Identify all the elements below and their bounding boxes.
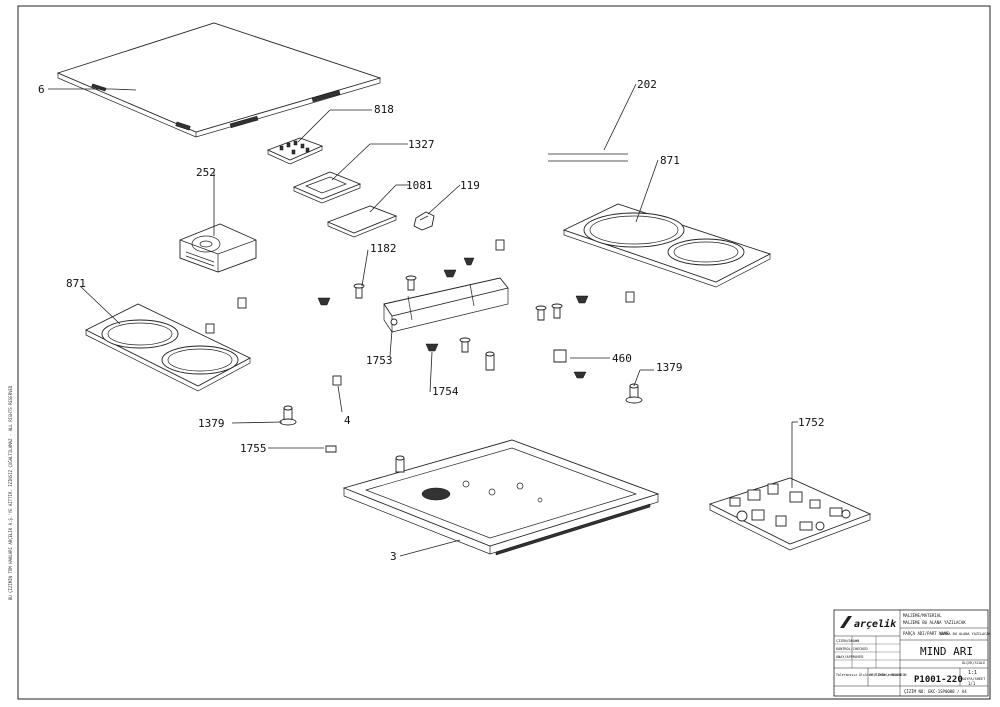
callout-252: 252 xyxy=(196,166,216,179)
small-clips xyxy=(205,239,635,386)
drawn-by-label: ÇİZEN/DRAWN xyxy=(836,638,859,643)
callout-1755: 1755 xyxy=(240,442,267,455)
callout-1754: 1754 xyxy=(432,385,459,398)
title-block: arçelik MALZEME/MATERIAL MALZEME BU ALAN… xyxy=(833,609,991,697)
part-1379-feet xyxy=(279,351,643,426)
part-818-control-board xyxy=(266,137,324,165)
fasteners xyxy=(317,257,589,379)
callout-871-right: 871 xyxy=(660,154,680,167)
part-6-glass-top xyxy=(56,22,382,138)
part-252-fan xyxy=(179,223,257,273)
part-1327-touch-window xyxy=(292,171,362,204)
part-119-clip xyxy=(413,211,435,231)
approved-by-label: ONAY/APPROVED xyxy=(836,655,863,659)
part-name-note: SAYFA BU ALANA YAZILACAK xyxy=(940,632,991,636)
callout-119: 119 xyxy=(460,179,480,192)
callout-818: 818 xyxy=(374,103,394,116)
callout-460: 460 xyxy=(612,352,632,365)
tolerance-note: Toleranssız Ölçüler / Untoleranced xyxy=(836,672,901,677)
callout-202: 202 xyxy=(637,78,657,91)
callout-1752: 1752 xyxy=(798,416,825,429)
part-202-strips xyxy=(548,153,628,162)
callout-6: 6 xyxy=(38,83,45,96)
side-note-text: BU ÇİZİMİN TÜM HAKLARI ARÇELİK A.Ş.'YE A… xyxy=(8,385,13,600)
drawing-frame xyxy=(17,5,991,700)
scale-label: ÖLÇEK/SCALE xyxy=(962,660,985,665)
callout-871-left: 871 xyxy=(66,277,86,290)
part-1752-power-board xyxy=(708,477,872,551)
drawing-title: MIND ARI xyxy=(920,645,973,658)
sheet-value: 1/1 xyxy=(968,681,976,686)
callout-1182: 1182 xyxy=(370,242,397,255)
part-name-header: PARÇA ADI/PART NAME xyxy=(903,631,949,636)
callout-labels: 6 818 202 1327 252 1081 119 871 871 1182… xyxy=(38,78,825,563)
document-number: P1001-220 xyxy=(914,675,963,685)
part-1755-screw xyxy=(325,445,337,453)
callout-1327: 1327 xyxy=(408,138,435,151)
material-header: MALZEME/MATERIAL xyxy=(903,613,942,618)
sheet-label: SAYFA/SHEET xyxy=(962,677,986,681)
part-3-chassis xyxy=(342,439,660,556)
part-1081-bracket xyxy=(326,205,398,238)
callout-3: 3 xyxy=(390,550,397,563)
brand-logo: arçelik xyxy=(840,616,897,630)
part-1753-harness-frame xyxy=(383,277,509,334)
checked-by-label: KONTROL/CHECKED xyxy=(836,647,868,651)
callout-1379-left: 1379 xyxy=(198,417,225,430)
part-871-right-heater-tray xyxy=(562,203,772,288)
callout-1081: 1081 xyxy=(406,179,433,192)
brand-name: arçelik xyxy=(854,618,897,630)
revision-note: REVİZYON / REVISION xyxy=(870,672,907,677)
side-margin-note: BU ÇİZİMİN TÜM HAKLARI ARÇELİK A.Ş.'YE A… xyxy=(8,385,13,600)
material-value: MALZEME BU ALANA YAZILACAK xyxy=(903,620,966,625)
callout-1379-right: 1379 xyxy=(656,361,683,374)
callout-1753: 1753 xyxy=(366,354,393,367)
footer-code: ÇİZİM NO: EKC-1SP0000 / A4 xyxy=(904,689,967,694)
leader-lines xyxy=(48,83,798,557)
callout-4: 4 xyxy=(344,414,351,427)
scale-value: 1:1 xyxy=(968,670,977,676)
part-871-left-heater-tray xyxy=(84,303,251,392)
